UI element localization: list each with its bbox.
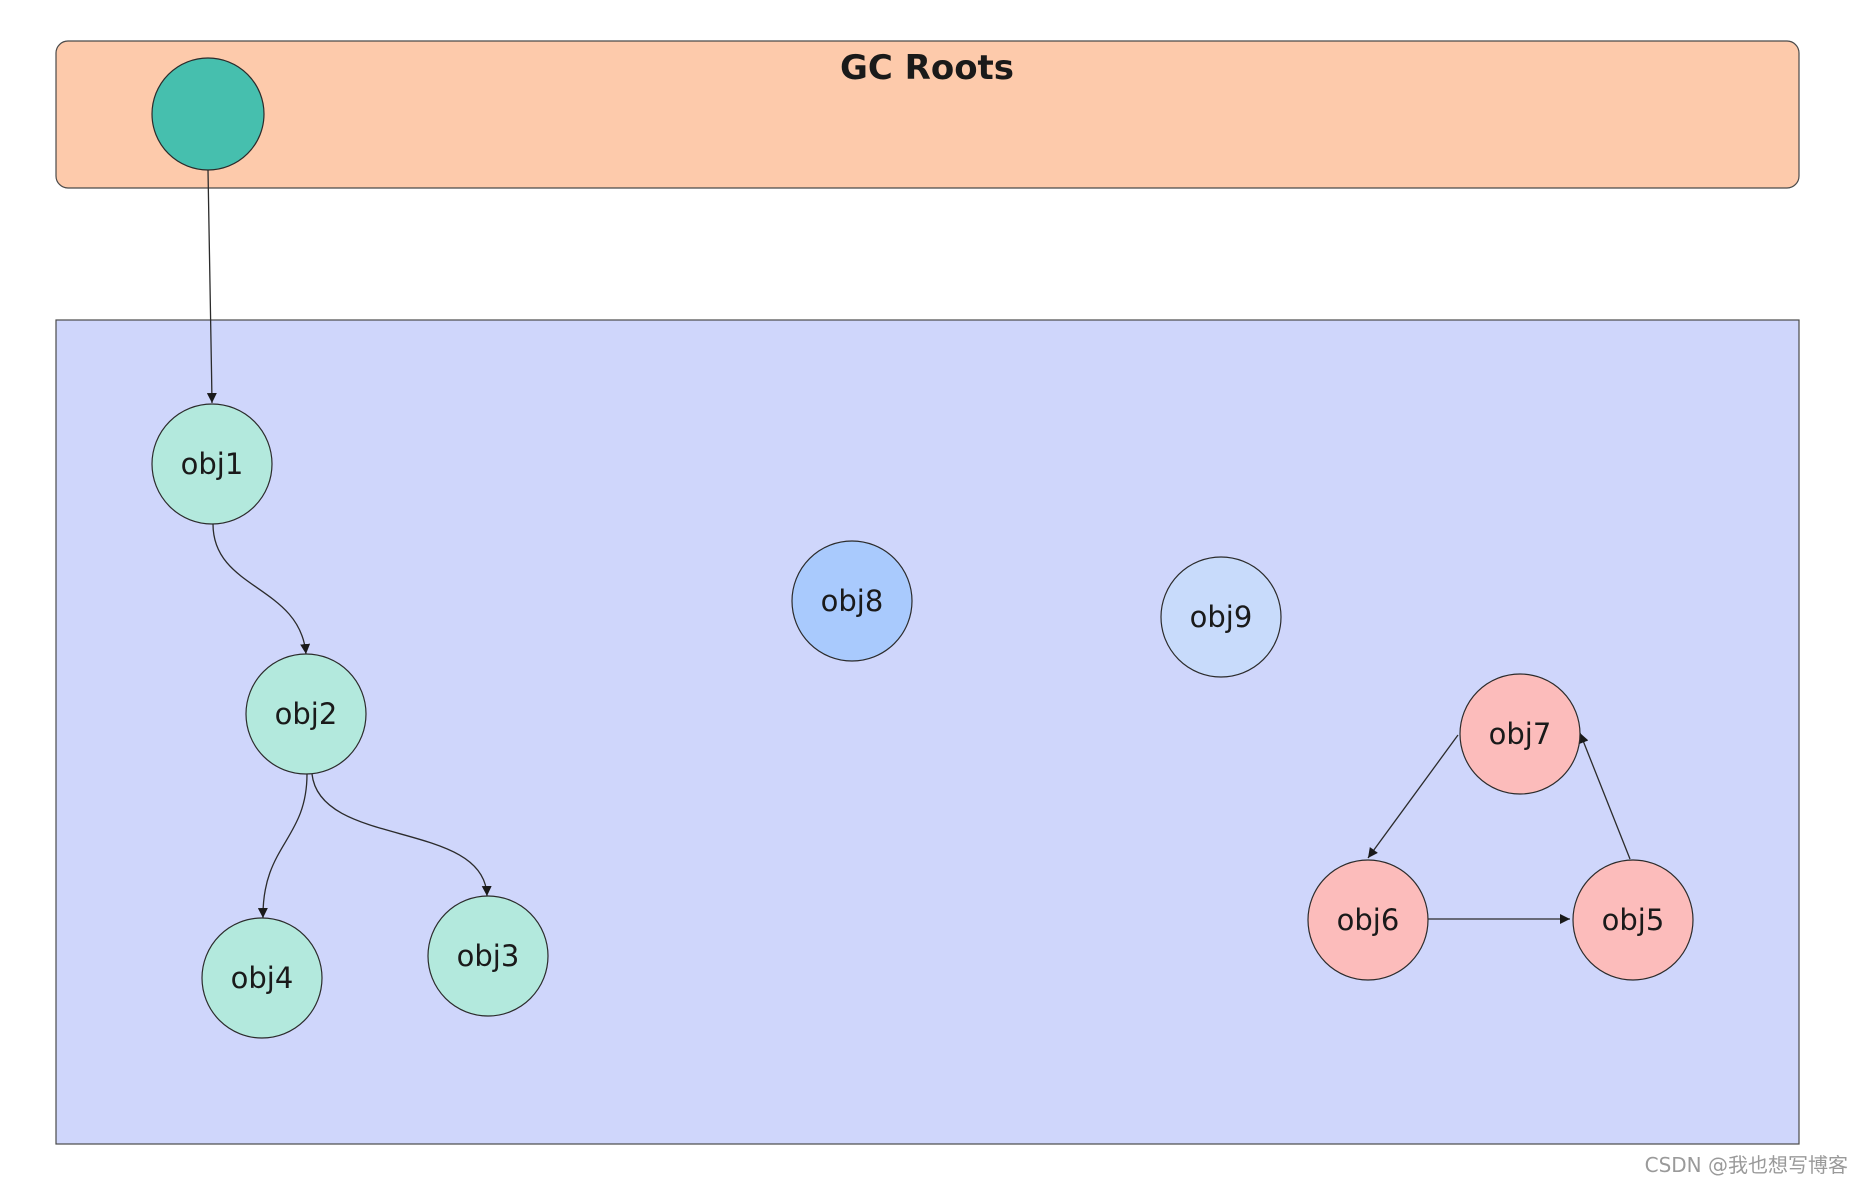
node-obj1: obj1 bbox=[151, 403, 273, 525]
watermark: CSDN @我也想写博客 bbox=[1645, 1153, 1848, 1177]
obj7-label: obj7 bbox=[1489, 717, 1552, 751]
obj8-label: obj8 bbox=[821, 584, 884, 618]
obj3-label: obj3 bbox=[457, 939, 520, 973]
edge-obj1-obj2 bbox=[212, 523, 311, 655]
edge-root-obj1 bbox=[206, 169, 217, 404]
obj2-label: obj2 bbox=[275, 697, 338, 731]
node-obj9: obj9 bbox=[1160, 556, 1282, 678]
obj4-label: obj4 bbox=[231, 961, 294, 995]
edge-obj2-obj3 bbox=[311, 773, 492, 897]
node-obj6: obj6 bbox=[1307, 859, 1429, 981]
edge-obj7-obj6 bbox=[1367, 734, 1459, 859]
edge-obj2-obj4 bbox=[257, 773, 308, 919]
obj6-label: obj6 bbox=[1337, 903, 1400, 937]
edge-obj5-obj7 bbox=[1579, 732, 1631, 860]
node-obj4: obj4 bbox=[201, 917, 323, 1039]
node-obj5: obj5 bbox=[1572, 859, 1694, 981]
gc-roots-panel bbox=[55, 40, 1800, 189]
obj9-label: obj9 bbox=[1190, 600, 1253, 634]
obj5-label: obj5 bbox=[1602, 903, 1665, 937]
gc-roots-title: GC Roots bbox=[840, 48, 1014, 88]
node-obj2: obj2 bbox=[245, 653, 367, 775]
gc-root-node bbox=[151, 57, 265, 171]
node-obj7: obj7 bbox=[1459, 673, 1581, 795]
obj1-label: obj1 bbox=[181, 447, 244, 481]
node-obj3: obj3 bbox=[427, 895, 549, 1017]
node-obj8: obj8 bbox=[791, 540, 913, 662]
